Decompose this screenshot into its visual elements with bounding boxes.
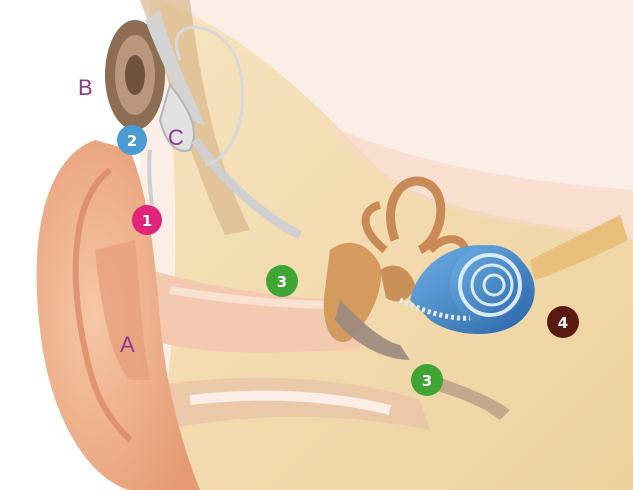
marker-3-upper: 3 (266, 265, 298, 297)
speech-processor (105, 10, 303, 240)
marker-1: 1 (132, 205, 162, 235)
svg-text:2: 2 (127, 132, 137, 150)
outer-ear (36, 140, 200, 490)
svg-text:1: 1 (142, 212, 152, 230)
bone-strip (110, 0, 250, 235)
label-b: B (78, 75, 93, 100)
label-c: C (168, 125, 184, 150)
marker-3-lower: 3 (411, 364, 443, 396)
marker-2: 2 (117, 125, 147, 155)
middle-ear (323, 242, 415, 360)
svg-text:3: 3 (277, 273, 287, 291)
marker-4: 4 (547, 306, 579, 338)
auditory-nerve (530, 215, 628, 280)
cochlea (398, 245, 535, 335)
svg-text:3: 3 (422, 372, 432, 390)
ear-canal (150, 270, 430, 430)
label-a: A (120, 332, 135, 357)
svg-text:4: 4 (558, 314, 568, 332)
